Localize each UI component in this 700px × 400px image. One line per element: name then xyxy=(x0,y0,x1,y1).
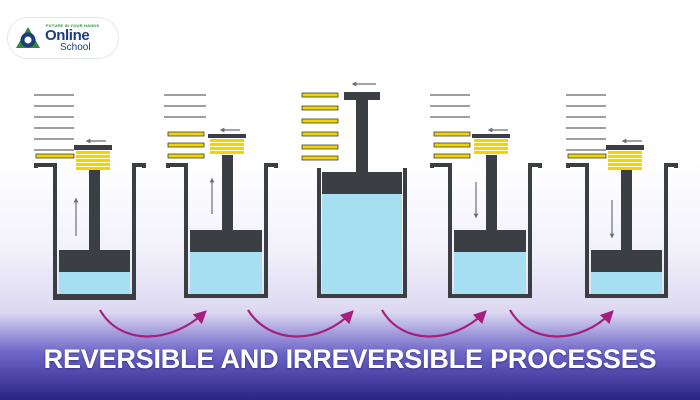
cylinder-body xyxy=(53,168,136,300)
transition-arrows xyxy=(99,309,614,338)
piston-head xyxy=(59,250,130,272)
logo-mark-icon xyxy=(16,27,40,48)
banner-title: REVERSIBLE AND IRREVERSIBLE PROCESSES xyxy=(43,344,657,374)
piston-rod xyxy=(89,170,100,250)
piston-head xyxy=(190,230,262,252)
weight-block xyxy=(35,153,75,159)
piston-rod xyxy=(486,155,497,230)
weight-blocks xyxy=(301,92,339,161)
gas-volume xyxy=(59,272,130,296)
gas-volume xyxy=(454,252,526,296)
weight-stack-icon xyxy=(606,145,644,170)
piston-head xyxy=(454,230,526,252)
weight-blocks xyxy=(167,131,205,159)
brand-name: Online xyxy=(45,27,90,44)
stage-3 xyxy=(301,81,407,298)
gas-volume xyxy=(591,272,662,296)
weight-shelf-lines xyxy=(164,94,206,118)
brand-logo[interactable]: FUTURE IN YOUR HANDS Online School xyxy=(8,18,118,58)
curved-arrow-icon xyxy=(509,309,614,338)
weight-shelf-lines xyxy=(34,94,74,151)
weight-block xyxy=(567,153,607,159)
weight-stack-icon xyxy=(74,145,112,170)
stage-4 xyxy=(430,94,542,298)
piston-rod xyxy=(356,100,368,172)
cylinder-wall xyxy=(566,163,678,298)
brand-tagline: FUTURE IN YOUR HANDS xyxy=(46,23,100,28)
piston-cap xyxy=(344,92,380,100)
curved-arrow-icon xyxy=(99,309,207,338)
piston-head xyxy=(322,172,402,194)
cylinder-wall xyxy=(166,163,278,298)
weight-shelf-lines xyxy=(430,94,470,118)
curved-arrow-icon xyxy=(247,309,354,338)
brand-subname: School xyxy=(60,42,91,53)
piston-rod xyxy=(621,170,632,250)
weight-stack-icon xyxy=(208,134,246,154)
curved-arrow-icon xyxy=(381,309,487,338)
weight-shelf-lines xyxy=(566,94,606,151)
stage-1 xyxy=(34,94,146,300)
gas-volume xyxy=(322,194,402,296)
piston-rod xyxy=(222,155,233,230)
cylinder-wall xyxy=(430,163,542,298)
stage-5 xyxy=(566,94,678,298)
weight-blocks xyxy=(433,131,471,159)
stage-2 xyxy=(164,94,278,298)
piston-head xyxy=(591,250,662,272)
cylinder-wall xyxy=(317,168,407,298)
weight-stack-icon xyxy=(472,134,510,154)
gas-volume xyxy=(190,252,262,296)
